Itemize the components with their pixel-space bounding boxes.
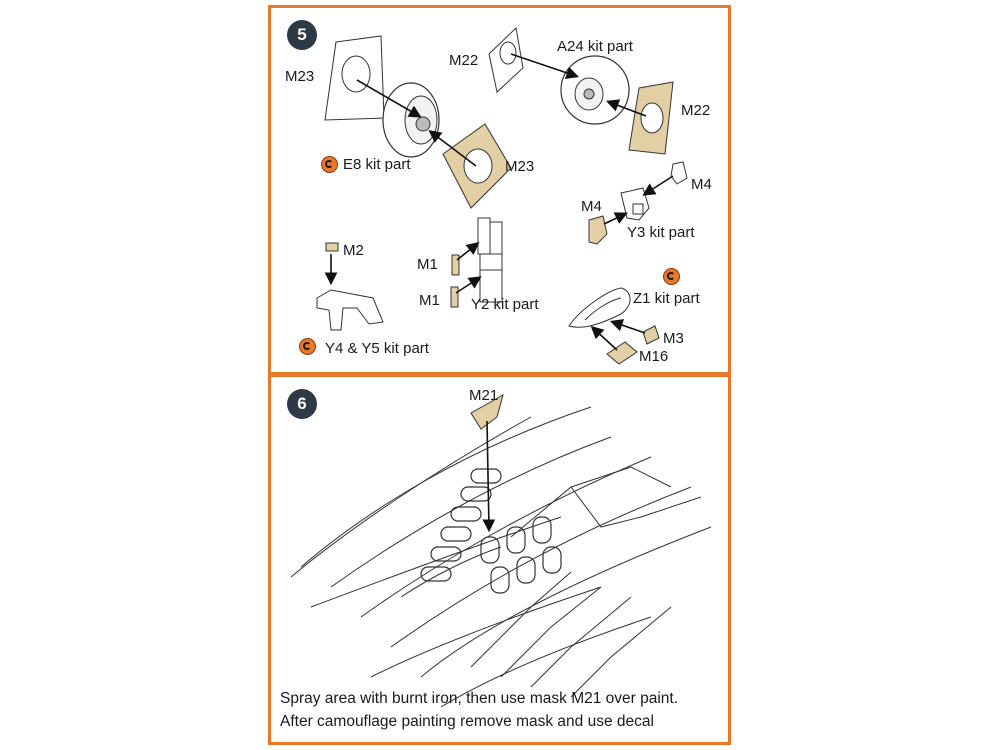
mask-m4-left (588, 215, 608, 245)
label-m3: M3 (663, 330, 684, 347)
part-y3 (620, 187, 650, 221)
label-m22-top: M22 (449, 52, 479, 69)
instruction-line-2: After camouflage painting remove mask an… (280, 713, 654, 730)
label-m23-right: M23 (505, 158, 535, 175)
cockpit-floor-illustration (290, 393, 712, 708)
step-6-badge: 6 (287, 389, 317, 419)
part-y4-y5 (316, 289, 384, 331)
part-y2 (477, 217, 503, 303)
wheel-e8 (382, 82, 440, 158)
label-m22-right: M22 (681, 102, 711, 119)
mask-m1-bottom (450, 286, 459, 308)
label-e8: E8 kit part (343, 156, 411, 173)
label-z1: Z1 kit part (633, 290, 700, 307)
remove-part-icon (321, 156, 338, 173)
floor-holes (420, 468, 562, 594)
mask-m3 (642, 325, 660, 345)
mask-m21 (470, 393, 504, 430)
label-m2: M2 (343, 242, 364, 259)
step-5-panel: 5 (268, 5, 731, 375)
mask-m16 (606, 341, 638, 365)
step-5-illustration (316, 26, 688, 365)
label-y2: Y2 kit part (471, 296, 539, 313)
label-m16: M16 (639, 348, 669, 365)
label-y3: Y3 kit part (627, 224, 695, 241)
mask-m22-sheet-top (488, 26, 524, 93)
remove-part-icon (299, 338, 316, 355)
label-m4-left: M4 (581, 198, 602, 215)
instruction-line-1: Spray area with burnt iron, then use mas… (280, 690, 679, 707)
mask-m23-sheet-left (324, 35, 385, 121)
wheel-a24 (560, 55, 630, 125)
mask-m1-top (451, 254, 460, 276)
label-a24: A24 kit part (557, 38, 633, 55)
label-y4-y5: Y4 & Y5 kit part (325, 340, 429, 357)
mask-m2 (325, 242, 339, 252)
step-5-badge: 5 (287, 20, 317, 50)
label-m1-bottom: M1 (419, 292, 440, 309)
mask-m22-right (628, 81, 674, 155)
remove-part-icon (663, 268, 680, 285)
step-6-panel: 6 (268, 374, 731, 745)
mask-m4-right (670, 161, 688, 185)
mask-m23-right (442, 123, 512, 209)
label-m23-left: M23 (285, 68, 315, 85)
label-m21: M21 (469, 387, 499, 404)
label-m1-top: M1 (417, 256, 438, 273)
label-m4-right: M4 (691, 176, 712, 193)
part-z1 (568, 287, 631, 328)
